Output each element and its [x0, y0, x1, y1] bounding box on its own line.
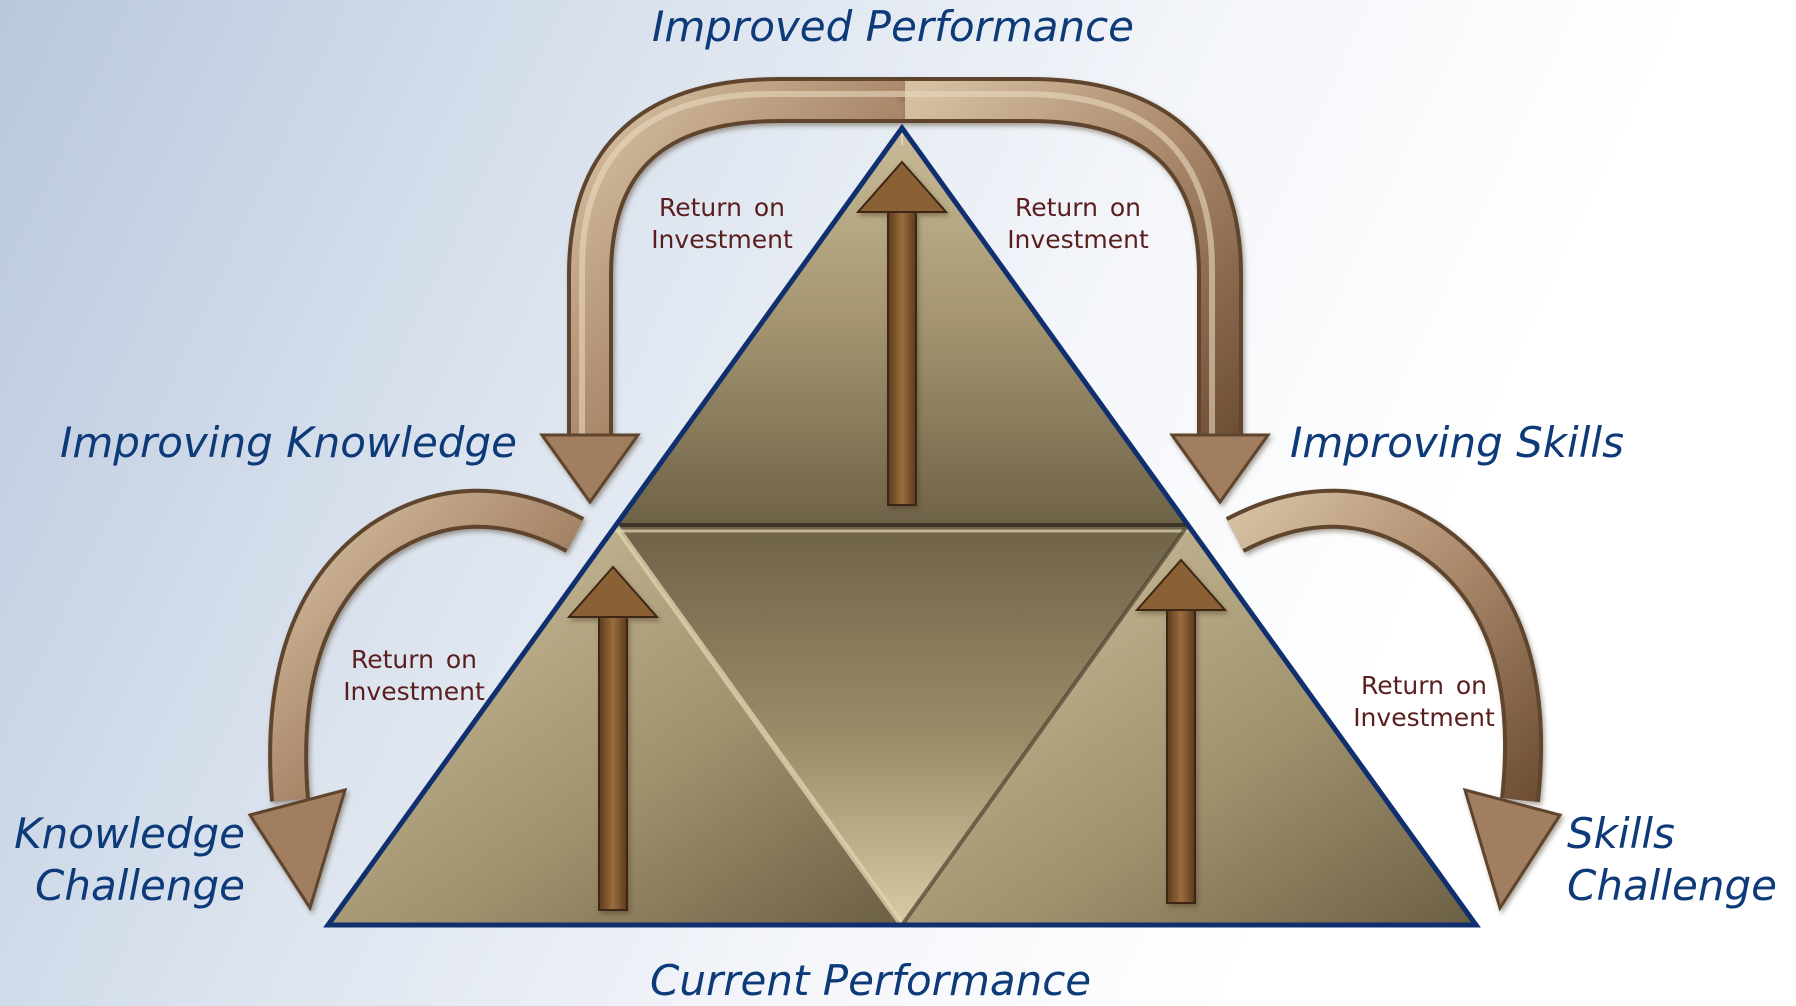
- roi-line1: Return on: [350, 645, 478, 674]
- label-knowledge-challenge: Knowledge Challenge: [0, 808, 245, 912]
- up-arrow-right: [1134, 558, 1228, 904]
- curved-arrow-top-left: [539, 77, 905, 505]
- label-improved-performance: Improved Performance: [652, 2, 1135, 51]
- roi-label-top-right: Return on Investment: [992, 192, 1164, 256]
- pyramid-outline: [323, 123, 1481, 928]
- up-arrow-left: [566, 565, 660, 911]
- curved-arrow-top-right: [897, 77, 1271, 505]
- label-improving-skills: Improving Skills: [1290, 418, 1624, 467]
- label-improving-knowledge: Improving Knowledge: [60, 418, 517, 467]
- center-inverted-triangle: [615, 525, 1188, 925]
- up-arrow-center: [855, 160, 949, 506]
- curved-arrow-bottom-left: [247, 488, 585, 912]
- roi-line2: Investment: [1353, 703, 1495, 732]
- label-skills-challenge-word: Challenge: [1567, 861, 1777, 910]
- label-current-performance: Current Performance: [650, 956, 1092, 1005]
- label-knowledge: Knowledge: [14, 809, 245, 858]
- label-skills-challenge: Skills Challenge: [1567, 808, 1777, 912]
- curved-arrow-bottom-right: [1225, 488, 1563, 912]
- label-knowledge-challenge-word: Challenge: [35, 861, 245, 910]
- label-skills: Skills: [1567, 809, 1675, 858]
- roi-line2: Investment: [343, 677, 485, 706]
- roi-line1: Return on: [1014, 193, 1142, 222]
- roi-label-bottom-left: Return on Investment: [328, 644, 500, 708]
- roi-label-top-left: Return on Investment: [636, 192, 808, 256]
- roi-label-bottom-right: Return on Investment: [1338, 670, 1510, 734]
- roi-line1: Return on: [1360, 671, 1488, 700]
- roi-line2: Investment: [651, 225, 793, 254]
- roi-line1: Return on: [658, 193, 786, 222]
- roi-line2: Investment: [1007, 225, 1149, 254]
